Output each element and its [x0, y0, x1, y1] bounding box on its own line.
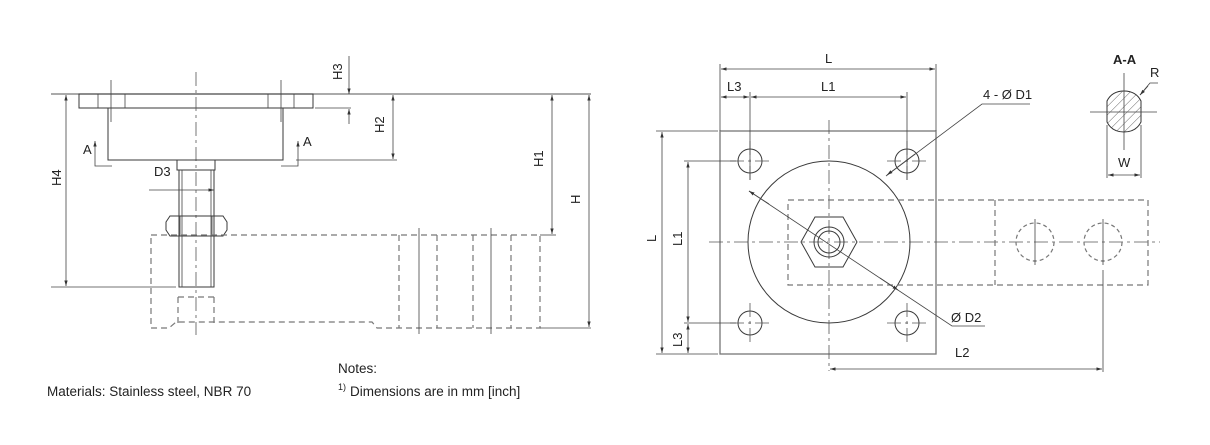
mount-body [107, 108, 284, 161]
dim-l3-left: L3 [670, 333, 685, 347]
notes-title: Notes: [338, 361, 377, 376]
dim-h4: H4 [49, 169, 64, 186]
mounting-holes [730, 141, 927, 344]
dim-l1-top: L1 [821, 79, 835, 94]
section-title: A-A [1113, 52, 1137, 67]
note-marker: 1) [338, 382, 346, 392]
dim-d2: Ø D2 [951, 310, 981, 325]
section-a-a: A-A R W [1090, 52, 1159, 178]
threaded-stud [178, 169, 215, 288]
dim-r: R [1150, 65, 1159, 80]
dim-l3-top: L3 [727, 79, 741, 94]
note-1: Dimensions are in mm [inch] [350, 384, 520, 399]
side-view: A A H4 D3 H3 H2 H1 H [49, 56, 591, 335]
dim-h2: H2 [372, 116, 387, 133]
dim-d3: D3 [154, 164, 171, 179]
dim-h3: H3 [330, 63, 345, 80]
dim-4-d1: 4 - Ø D1 [983, 87, 1032, 102]
dim-w: W [1118, 155, 1131, 170]
hex-nut [165, 215, 228, 237]
dim-l-top: L [825, 51, 832, 66]
materials-text: Materials: Stainless steel, NBR 70 [47, 384, 251, 399]
top-view: L L3 L1 L L1 L3 L2 4 - Ø D1 Ø D2 [644, 51, 1160, 372]
dim-l1-left: L1 [670, 232, 685, 246]
hex-nut-top [800, 216, 858, 268]
base-plate [719, 130, 937, 355]
dim-l2: L2 [955, 345, 969, 360]
dim-l-left: L [644, 235, 659, 242]
section-marker-left: A [83, 142, 92, 157]
load-cell-outline [150, 234, 541, 329]
dim-h1: H1 [531, 150, 546, 167]
load-cell-outline-top [787, 199, 1149, 286]
section-marker-right: A [303, 134, 312, 149]
dim-h: H [568, 195, 583, 204]
